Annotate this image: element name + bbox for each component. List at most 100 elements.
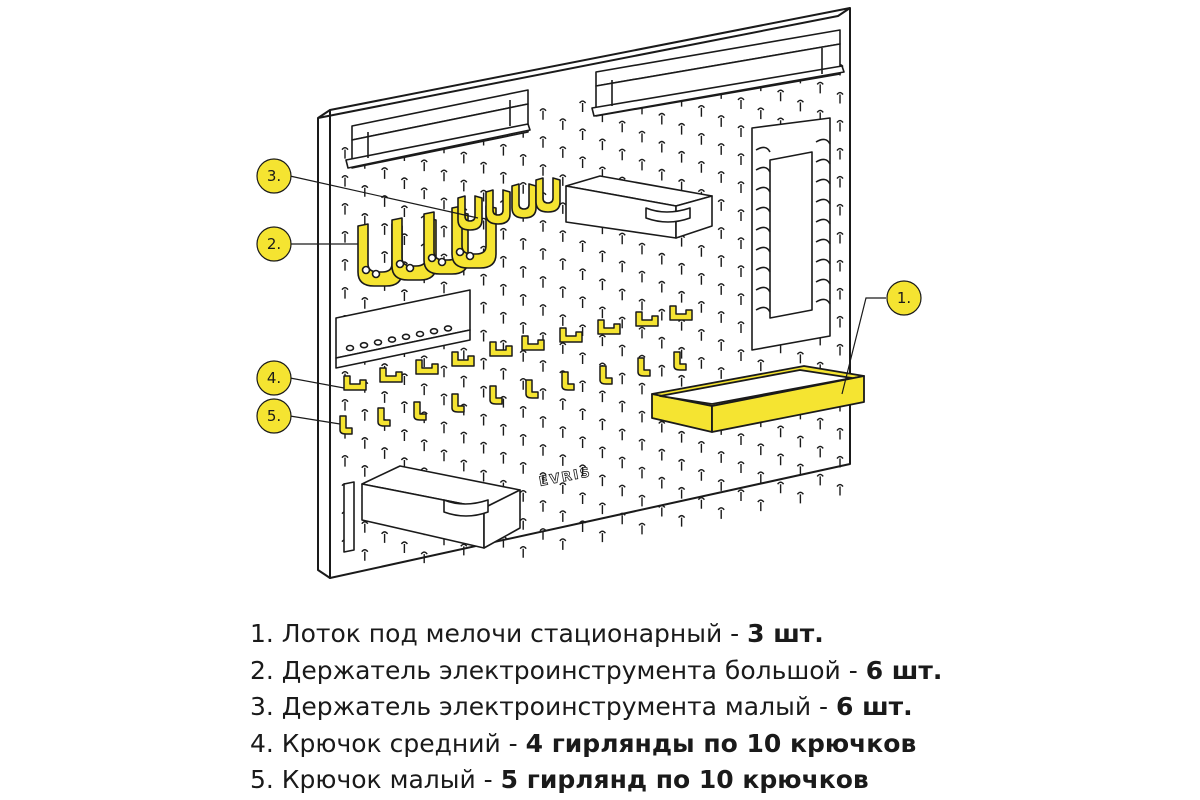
peg-hole xyxy=(460,179,468,192)
peg-hole xyxy=(737,97,745,109)
peg-hole xyxy=(460,347,468,360)
peg-hole xyxy=(480,357,488,370)
peg-hole xyxy=(499,423,507,436)
peg-hole xyxy=(638,242,646,255)
bit-hole xyxy=(415,330,425,338)
medium-hook xyxy=(451,351,475,367)
peg-hole xyxy=(539,276,547,288)
peg-hole xyxy=(480,469,488,482)
peg-hole xyxy=(836,315,844,328)
peg-hole xyxy=(539,304,547,316)
bit-hole xyxy=(443,325,453,332)
peg-hole xyxy=(777,453,785,466)
peg-hole xyxy=(539,360,547,372)
peg-hole xyxy=(341,230,349,243)
peg-hole xyxy=(777,89,785,102)
peg-hole xyxy=(717,311,725,323)
peg-hole xyxy=(737,209,745,221)
peg-hole xyxy=(796,491,804,504)
small-hook xyxy=(561,371,575,391)
peg-hole xyxy=(777,425,785,438)
rack-tooth xyxy=(815,178,831,185)
peg-hole xyxy=(697,105,705,117)
peg-hole xyxy=(539,416,547,428)
wrench-rack xyxy=(751,117,831,351)
peg-hole xyxy=(539,388,547,400)
power-tool-holder-large-group xyxy=(357,205,497,287)
peg-hole xyxy=(579,156,587,169)
peg-hole xyxy=(658,476,666,489)
legend-item: 4. Крючок средний - 4 гирлянды по 10 крю… xyxy=(250,726,942,763)
peg-hole xyxy=(341,398,349,411)
small-hook xyxy=(413,401,427,421)
peg-hole xyxy=(697,357,705,369)
peg-hole xyxy=(598,418,606,431)
peg-hole xyxy=(638,158,646,171)
peg-hole xyxy=(717,339,725,351)
legend-text: Держатель электроинструмента большой - xyxy=(273,655,866,685)
peg-hole xyxy=(697,497,705,509)
callout-3: 3. xyxy=(256,158,292,194)
peg-hole xyxy=(658,448,666,461)
peg-hole xyxy=(796,435,804,448)
peg-hole xyxy=(519,546,527,558)
small-parts-tray xyxy=(651,365,865,433)
medium-hook xyxy=(379,367,403,383)
peg-hole xyxy=(737,293,745,305)
small-hook xyxy=(525,379,539,399)
bit-hole xyxy=(373,339,383,346)
peg-hole xyxy=(697,469,705,481)
legend-quantity: 5 гирлянд по 10 крючков xyxy=(500,765,869,794)
rack-tooth xyxy=(815,158,831,165)
peg-hole xyxy=(341,258,349,271)
peg-hole xyxy=(519,434,527,446)
tool-rail-top-right xyxy=(591,29,845,117)
peg-hole xyxy=(638,438,646,451)
power-tool-holder-small xyxy=(457,195,483,231)
peg-hole xyxy=(559,174,567,186)
peg-hole xyxy=(480,301,488,314)
peg-hole xyxy=(658,504,666,517)
peg-hole xyxy=(361,549,369,561)
peg-hole xyxy=(341,286,349,299)
peg-hole xyxy=(717,171,725,183)
medium-hook xyxy=(521,335,545,351)
peg-hole xyxy=(381,391,389,403)
small-hook xyxy=(637,357,651,377)
peg-hole xyxy=(717,227,725,239)
small-hook xyxy=(673,351,687,371)
medium-hook xyxy=(635,311,659,327)
callout-1-label: 1. xyxy=(897,289,911,307)
peg-hole xyxy=(499,143,507,156)
peg-hole xyxy=(836,343,844,356)
peg-hole xyxy=(678,346,686,359)
peg-hole xyxy=(440,169,448,182)
peg-hole xyxy=(400,289,408,301)
peg-hole xyxy=(697,273,705,285)
rack-tooth xyxy=(815,198,831,205)
bit-holder-strip xyxy=(335,289,471,369)
peg-hole xyxy=(559,510,567,522)
legend-quantity: 3 шт. xyxy=(747,619,824,648)
peg-hole xyxy=(658,420,666,433)
rack-tooth xyxy=(755,166,771,173)
peg-hole xyxy=(737,461,745,473)
power-tool-holder-small xyxy=(485,189,511,225)
peg-hole xyxy=(499,311,507,324)
peg-hole xyxy=(836,119,844,132)
legend-item: 5. Крючок малый - 5 гирлянд по 10 крючко… xyxy=(250,762,942,799)
peg-hole xyxy=(618,148,626,161)
peg-hole xyxy=(499,451,507,464)
legend-text: Лоток под мелочи стационарный - xyxy=(273,619,748,648)
rack-tooth xyxy=(815,238,831,245)
peg-hole xyxy=(638,270,646,283)
small-hook xyxy=(377,407,391,427)
peg-hole xyxy=(559,258,567,270)
legend-item: 3. Держатель электроинструмента малый - … xyxy=(250,689,942,726)
peg-hole xyxy=(579,408,587,421)
medium-hook xyxy=(415,359,439,375)
peg-hole xyxy=(737,349,745,361)
peg-hole xyxy=(737,125,745,137)
peg-hole xyxy=(638,410,646,423)
peg-hole xyxy=(836,287,844,300)
